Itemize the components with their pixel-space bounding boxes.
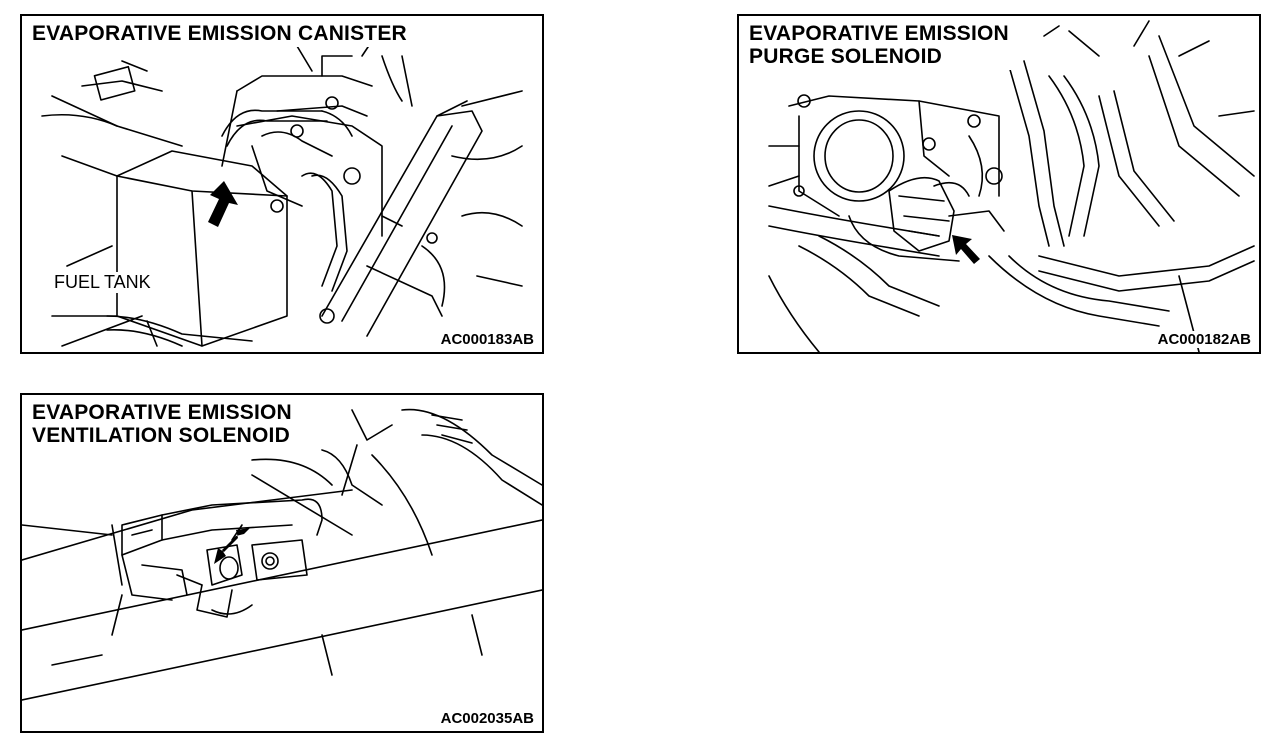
- purge-solenoid-line-drawing: [768, 20, 1255, 352]
- ventilation-solenoid-line-drawing: [22, 408, 542, 701]
- purge-solenoid-title: EVAPORATIVE EMISSION PURGE SOLENOID: [747, 22, 1013, 70]
- canister-title: EVAPORATIVE EMISSION CANISTER: [30, 22, 411, 47]
- fuel-tank-label: FUEL TANK: [52, 272, 153, 293]
- ventilation-solenoid-diagram-panel: EVAPORATIVE EMISSION VENTILATION SOLENOI…: [20, 393, 544, 733]
- purge-solenoid-figure-code: AC000182AB: [1155, 331, 1253, 348]
- canister-figure-code: AC000183AB: [438, 331, 536, 348]
- canister-line-drawing: [41, 40, 523, 347]
- canister-arrow-icon: [208, 181, 238, 227]
- ventilation-solenoid-title: EVAPORATIVE EMISSION VENTILATION SOLENOI…: [30, 401, 296, 449]
- ventilation-solenoid-figure-code: AC002035AB: [438, 710, 536, 727]
- purge-solenoid-arrow-icon: [952, 235, 980, 264]
- ventilation-solenoid-arrow-icon: [214, 528, 250, 564]
- purge-solenoid-diagram-panel: EVAPORATIVE EMISSION PURGE SOLENOID AC00…: [737, 14, 1261, 354]
- canister-diagram-panel: EVAPORATIVE EMISSION CANISTER FUEL TANK …: [20, 14, 544, 354]
